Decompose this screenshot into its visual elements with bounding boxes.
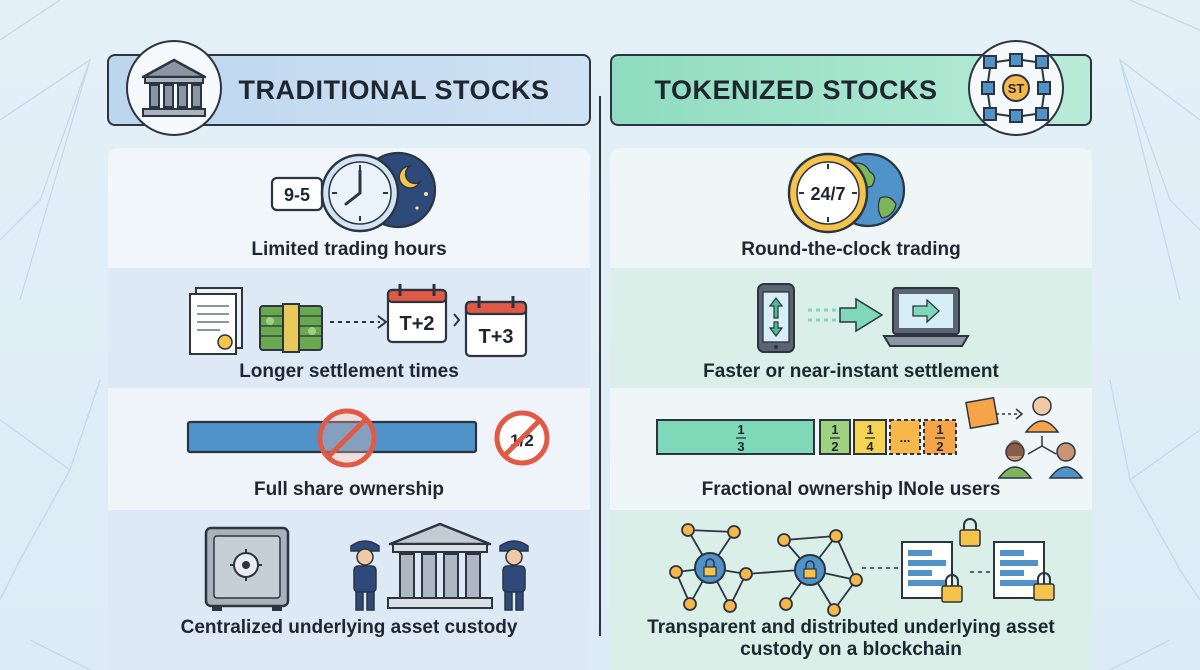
svg-text:2: 2 bbox=[831, 439, 838, 454]
transfer-arrow-icon bbox=[839, 297, 884, 333]
calendar-t2-icon: T+2 bbox=[386, 284, 448, 344]
hours-tag: 9-5 bbox=[284, 185, 310, 205]
user-icon-right bbox=[1048, 442, 1084, 479]
flying-fraction-piece bbox=[965, 396, 999, 430]
guard-right-icon bbox=[499, 540, 529, 611]
user-icon-left bbox=[997, 440, 1033, 479]
bank-building-custody-icon bbox=[387, 522, 493, 609]
svg-text:...: ... bbox=[900, 430, 911, 445]
clock-24-7-icon: 24/7 bbox=[787, 152, 869, 234]
caption-full-share-ownership: Full share ownership bbox=[253, 479, 445, 500]
caption-instant-settlement: Faster or near-instant settlement bbox=[703, 361, 999, 382]
svg-text:4: 4 bbox=[866, 439, 874, 454]
badge-st-label: ST bbox=[1008, 81, 1025, 96]
header-title-left: TRADITIONAL STOCKS bbox=[238, 74, 550, 105]
row-longer-settlement: T+2 T+3 Longer settlement times bbox=[108, 268, 590, 388]
t3-label: T+3 bbox=[478, 326, 513, 348]
smartphone-icon bbox=[757, 283, 795, 353]
row-instant-settlement: Faster or near-instant settlement bbox=[610, 268, 1092, 388]
network-node-right-icon bbox=[777, 529, 863, 617]
laptop-icon bbox=[882, 287, 970, 347]
row-full-share-ownership: 1/2 Full share ownership bbox=[108, 388, 590, 510]
caption-limited-trading-hours: Limited trading hours bbox=[251, 239, 447, 260]
svg-text:1: 1 bbox=[737, 422, 744, 437]
no-fraction-icon: 1/2 bbox=[494, 410, 550, 466]
caption-distributed-custody-line2: custody on a blockchain bbox=[740, 639, 962, 660]
svg-text:3: 3 bbox=[737, 439, 744, 454]
row-limited-trading-hours: 9-5 Limited trading hours bbox=[108, 148, 590, 268]
svg-text:1: 1 bbox=[936, 422, 943, 437]
blockchain-network-icon: ST bbox=[968, 40, 1064, 136]
ledger-document-left-icon bbox=[901, 518, 981, 603]
row-centralized-custody: Centralized underlying asset custody bbox=[108, 510, 590, 670]
center-divider bbox=[599, 96, 601, 636]
safe-icon bbox=[204, 526, 290, 611]
fraction-block-ellipsis bbox=[889, 419, 921, 455]
user-icon-top bbox=[1024, 396, 1060, 433]
caption-longer-settlement: Longer settlement times bbox=[239, 361, 459, 382]
svg-text:2: 2 bbox=[936, 439, 943, 454]
fraction-block-half bbox=[819, 419, 851, 455]
header-title-right: TOKENIZED STOCKS bbox=[654, 74, 938, 105]
row-round-the-clock: 24/7 Round-the-clock trading bbox=[610, 148, 1092, 268]
clock-24-7-label: 24/7 bbox=[810, 184, 845, 204]
row-fractional-ownership: 1 3 1 2 1 4 ... 1 2 bbox=[610, 388, 1092, 510]
padlock-icon bbox=[1033, 572, 1055, 601]
fraction-block-half-detached bbox=[923, 419, 957, 455]
calendar-t3-icon: T+3 bbox=[464, 296, 528, 358]
prohibited-icon bbox=[317, 408, 377, 468]
ledger-document-right-icon bbox=[993, 541, 1055, 601]
cash-stack-icon bbox=[259, 303, 323, 353]
caption-fractional-ownership: Fractional ownership lNole users bbox=[701, 479, 1001, 500]
guard-left-icon bbox=[350, 540, 380, 611]
caption-round-the-clock: Round-the-clock trading bbox=[741, 239, 961, 260]
caption-centralized-custody: Centralized underlying asset custody bbox=[180, 617, 518, 638]
fraction-block-quarter bbox=[853, 419, 887, 455]
network-node-left-icon bbox=[669, 523, 801, 613]
document-icon bbox=[189, 287, 243, 355]
caption-distributed-custody-line1: Transparent and distributed underlying a… bbox=[647, 617, 1055, 638]
svg-text:1: 1 bbox=[866, 422, 873, 437]
padlock-icon bbox=[941, 574, 963, 603]
svg-text:1: 1 bbox=[831, 422, 838, 437]
row-distributed-custody: Transparent and distributed underlying a… bbox=[610, 510, 1092, 670]
padlock-icon bbox=[959, 518, 981, 547]
fraction-block-third bbox=[656, 419, 815, 455]
bank-building-icon bbox=[126, 40, 222, 136]
t2-label: T+2 bbox=[399, 313, 434, 335]
